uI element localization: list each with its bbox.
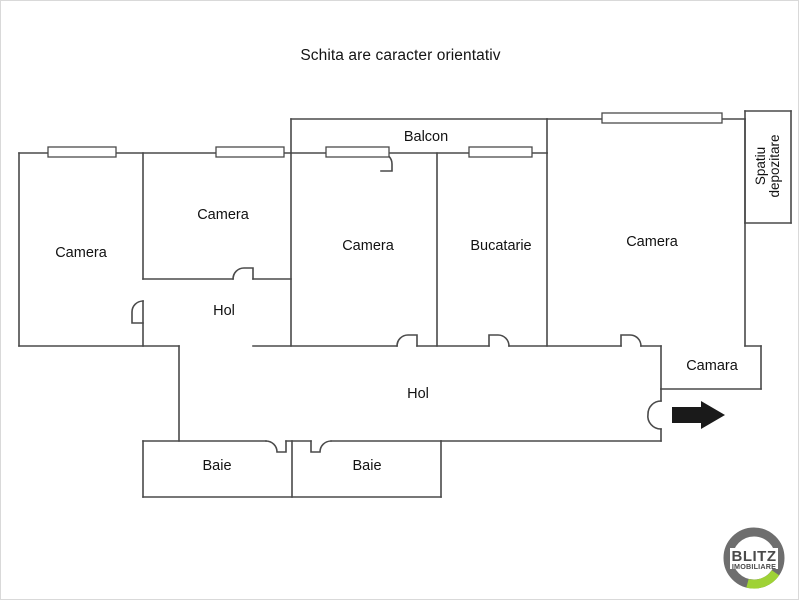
window-left-camera [47, 146, 117, 158]
spatiu-depozitare-line2: depozitare [767, 134, 782, 198]
room-label-camera-right: Camera [626, 234, 678, 250]
room-label-camera-upper-left: Camera [197, 207, 249, 223]
door-entrance [647, 400, 662, 430]
logo-accent-arc [746, 570, 780, 589]
window-right-camera [601, 112, 723, 124]
room-label-hol-main: Hol [407, 386, 429, 402]
room-label-baie-right: Baie [352, 458, 382, 474]
room-label-camara: Camara [686, 358, 738, 374]
room-label-baie-left: Baie [202, 458, 232, 474]
door-center-camera [396, 334, 418, 347]
door-left-camera [131, 300, 144, 324]
room-label-bucatarie: Bucatarie [470, 238, 532, 254]
room-label-spatiu-depozitare: Spatiu depozitare [753, 134, 782, 198]
logo-subtitle: IMOBILIARE [732, 562, 776, 571]
door-baie-left [265, 440, 287, 453]
door-upper-camera [232, 267, 254, 280]
room-label-camera-center: Camera [342, 238, 394, 254]
room-label-camera-left: Camera [55, 245, 107, 261]
window-upper-camera [215, 146, 285, 158]
entrance-arrow-icon [672, 401, 725, 429]
door-bucatarie [488, 334, 510, 347]
room-label-balcon: Balcon [403, 129, 449, 145]
door-right-camera [620, 334, 642, 347]
windows-group [47, 112, 723, 158]
logo-brand: BLITZ [732, 548, 777, 565]
room-label-hol-upper: Hol [213, 303, 235, 319]
window-bucatarie [468, 146, 533, 158]
window-center-camera [325, 146, 390, 158]
spatiu-depozitare-line1: Spatiu [753, 146, 769, 186]
page-title: Schita are caracter orientativ [300, 47, 501, 64]
blitz-imobiliare-logo: BLITZ IMOBILIARE [717, 522, 791, 594]
door-baie-right [310, 440, 332, 453]
